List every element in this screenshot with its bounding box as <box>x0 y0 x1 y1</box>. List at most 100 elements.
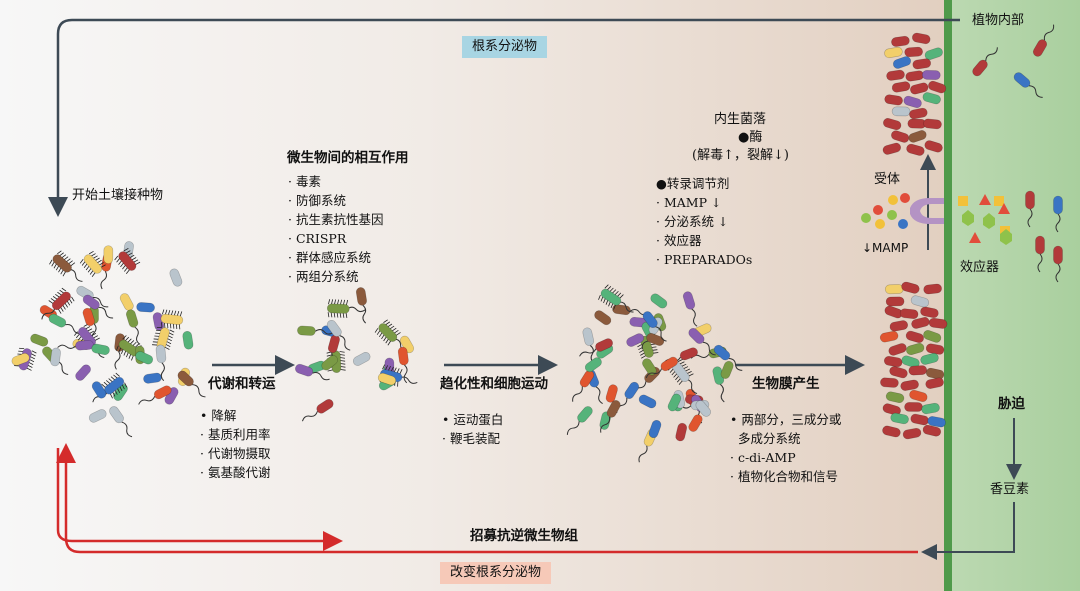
bacterium-icon <box>675 422 688 442</box>
chemotaxis-title: 趋化性和细胞运动 <box>440 376 548 392</box>
bacterium-icon <box>600 400 621 433</box>
bacterium-icon <box>109 406 133 438</box>
bacterium-icon <box>688 414 703 432</box>
altered-exudate-arrow <box>56 448 343 551</box>
bacterium-icon <box>713 344 743 371</box>
bacterium-icon <box>720 360 734 379</box>
root-cell-wall <box>944 0 952 591</box>
bacterium-icon <box>901 355 920 368</box>
bacterium-icon <box>626 333 645 347</box>
list-item: · 基质利用率 <box>200 427 271 442</box>
bacterium-icon <box>884 284 904 295</box>
bacterium-icon <box>646 332 665 346</box>
list-item: · 群体感应系统 <box>288 250 371 265</box>
bacterium-icon <box>907 118 927 129</box>
plant-endophytes <box>972 24 1063 283</box>
arrow-coumestrol-to-soil <box>921 502 1015 560</box>
bacterium-icon <box>906 342 925 356</box>
bacterium-icon <box>885 391 905 403</box>
bacterium-icon <box>922 92 941 105</box>
bacterium-icon <box>924 47 943 60</box>
bacterium-icon <box>927 416 946 428</box>
bacterium-icon <box>883 355 903 368</box>
bacterium-icon <box>910 82 929 95</box>
regulators-list: ●转录调节剂 · MAMP ↓ · 分泌系统 ↓ · 效应器 · PREPARA… <box>656 174 752 269</box>
bacterium-icon <box>136 302 155 313</box>
bacterium-icon <box>103 245 114 264</box>
interactions-list: · 毒素 · 防御系统 · 抗生素抗性基因 · CRISPR · 群体感应系统 … <box>288 172 383 286</box>
metabolism-list: • 降解 · 基质利用率 · 代谢物摄取 · 氨基酸代谢 <box>200 406 270 482</box>
bacterium-icon <box>397 346 409 384</box>
biofilm-title: 生物膜产生 <box>752 376 820 392</box>
bacterium-icon <box>598 284 634 313</box>
bacterium-icon <box>882 403 901 416</box>
bacterium-icon <box>972 47 998 77</box>
bacterium-icon <box>91 343 110 355</box>
bacterium-icon <box>92 372 128 403</box>
bacterium-icon <box>904 46 923 58</box>
bacterium-icon <box>899 308 919 320</box>
bacterium-icon <box>925 377 944 389</box>
bacterium-icon <box>152 326 175 350</box>
list-item: • 降解 <box>200 408 237 423</box>
bacterium-icon <box>890 412 909 425</box>
bacterium-icon <box>889 366 908 379</box>
bacterium-icon <box>912 58 932 70</box>
bacterium-icon <box>924 140 943 153</box>
bacterium-icon <box>48 313 82 334</box>
bacterium-icon <box>125 309 141 345</box>
bacterium-icon <box>57 340 94 351</box>
effector-molecules <box>958 194 1012 245</box>
bacterium-icon <box>11 352 30 366</box>
bacterium-icon <box>682 291 698 327</box>
bacterium-icon <box>891 106 911 117</box>
list-item: · 两组分系统 <box>288 269 359 284</box>
soil-inoculum-label: 开始土壤接种物 <box>72 188 164 203</box>
plant-interior-label: 植物内部 <box>972 13 1025 28</box>
enzymes-label: ●酶 <box>738 130 763 145</box>
list-item: 多成分系统 <box>730 431 801 446</box>
bacterium-icon <box>297 325 334 336</box>
bacterium-icon <box>879 330 899 343</box>
soil-inoculum-community <box>11 241 206 438</box>
bacterium-icon <box>925 367 945 380</box>
bacterium-icon <box>921 70 941 80</box>
list-item: • 运动蛋白 <box>442 412 504 427</box>
bacterium-icon <box>374 319 408 352</box>
bacterium-icon <box>891 35 910 47</box>
bacterium-icon <box>891 130 910 143</box>
endophytic-biofilm-top <box>882 32 947 156</box>
bacterium-icon <box>82 307 95 327</box>
endophytic-community-label: 内生菌落 <box>714 112 767 127</box>
bacterium-icon <box>1053 245 1063 283</box>
bacterium-icon <box>135 351 154 365</box>
bacterium-icon <box>904 402 923 412</box>
bacterium-icon <box>910 295 930 308</box>
list-item: ●转录调节剂 <box>656 176 730 191</box>
bacterium-icon <box>301 399 334 422</box>
list-item: · PREPARADOs <box>656 252 753 267</box>
list-item: · 植物化合物和信号 <box>730 469 838 484</box>
bacterium-icon <box>905 70 924 82</box>
bacterium-icon <box>882 142 901 155</box>
bacterium-icon <box>41 287 75 320</box>
receptor-icon <box>910 198 944 224</box>
mamp-down-label: ↓MAMP <box>862 241 909 255</box>
bacterium-icon <box>900 379 919 391</box>
bacterium-icon <box>903 95 922 109</box>
bacterium-icon <box>352 351 371 366</box>
bacterium-icon <box>326 319 351 351</box>
root-exudate-arrow <box>48 18 960 217</box>
bacterium-icon <box>888 343 907 356</box>
chemotaxis-community <box>566 284 743 463</box>
list-item: · 防御系统 <box>288 193 346 208</box>
bacterium-icon <box>49 250 83 282</box>
bacterium-icon <box>594 310 612 326</box>
bacterium-icon <box>923 330 942 343</box>
enzyme-detail-label: (解毒↑，裂解↓) <box>692 148 789 163</box>
bacterium-icon <box>88 409 107 423</box>
root-exudates-box: 根系分泌物 <box>462 36 548 58</box>
list-item: · 分泌系统 ↓ <box>656 214 729 229</box>
bacterium-icon <box>295 363 330 381</box>
